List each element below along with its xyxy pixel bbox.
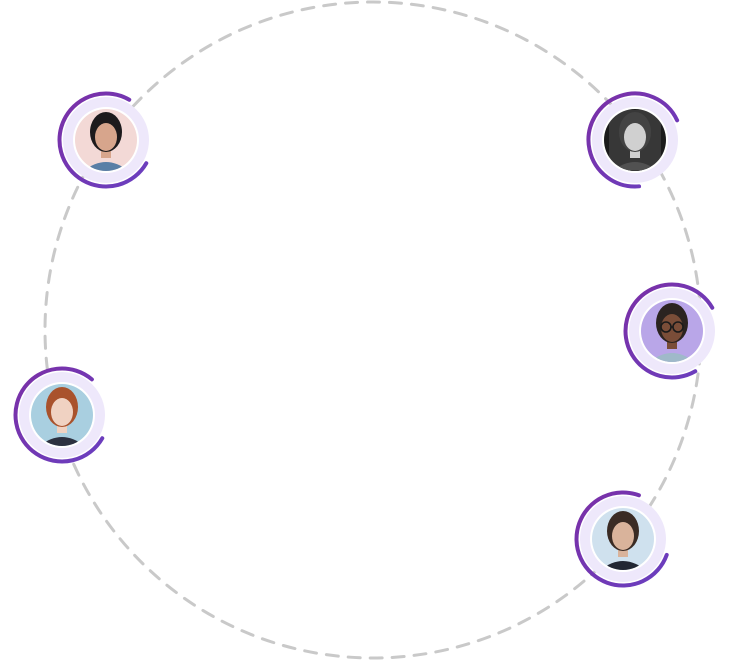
avatar-bottom-right[interactable]: [573, 489, 673, 589]
progress-ring-arc: [13, 366, 105, 464]
woman-dark-hair-portrait-icon: [75, 109, 137, 171]
progress-ring-arc: [574, 490, 669, 588]
avatar-graphic: [586, 91, 680, 189]
progress-ring-arc: [623, 282, 715, 380]
progress-ring-arc: [586, 91, 680, 189]
man-glasses-portrait-icon: [641, 300, 703, 362]
avatar-graphic: [13, 366, 105, 464]
avatar-middle-right[interactable]: [622, 281, 722, 381]
avatar-graphic: [574, 490, 669, 588]
avatar-middle-left[interactable]: [12, 365, 112, 465]
woman-red-hair-portrait-icon: [31, 384, 93, 446]
avatar-top-right[interactable]: [585, 90, 685, 190]
progress-ring-arc: [57, 91, 149, 189]
avatar-graphic: [57, 91, 149, 189]
avatar-top-left[interactable]: [56, 90, 156, 190]
man-quiff-portrait-icon: [592, 508, 654, 570]
avatar-graphic: [623, 282, 715, 380]
woman-black-white-portrait-icon: [604, 109, 666, 171]
